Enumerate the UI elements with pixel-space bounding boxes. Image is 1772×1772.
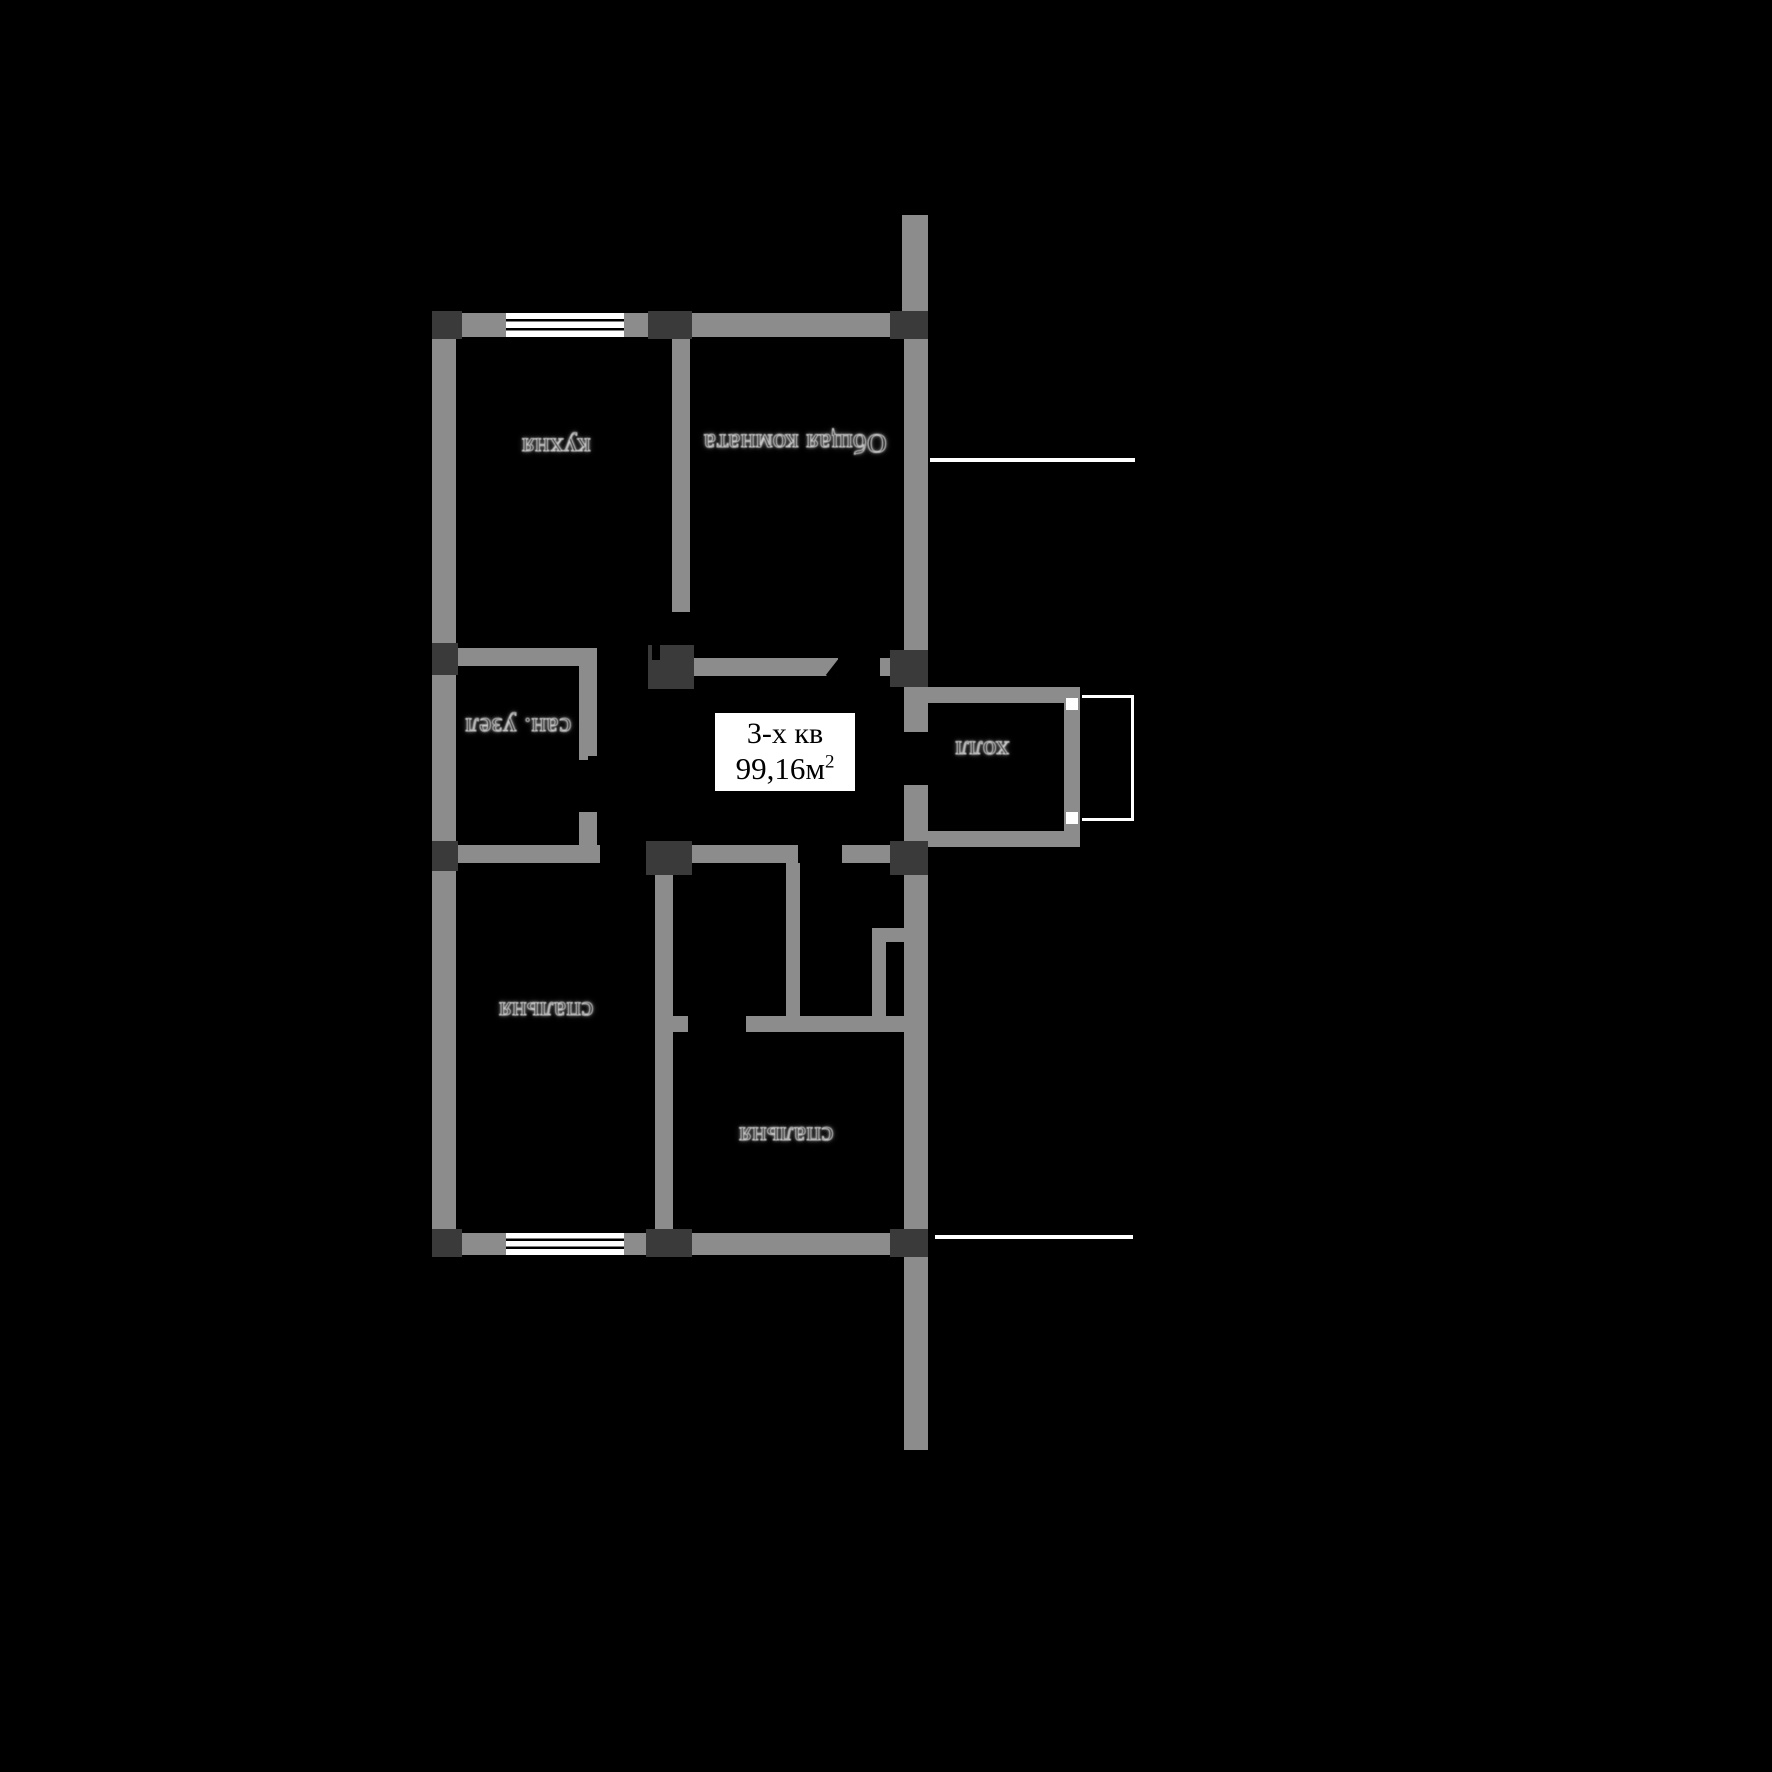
wall-smallroom-left (786, 863, 800, 1016)
door-arc-bathroom (588, 756, 642, 810)
column (432, 311, 462, 339)
apartment-area-label: 99,16м2 (736, 751, 835, 787)
column (648, 311, 692, 339)
window-top (506, 313, 624, 337)
boundary-line (1131, 695, 1134, 821)
loggia-glazing-mark (1066, 812, 1078, 824)
area-superscript: 2 (824, 752, 835, 774)
column (432, 841, 458, 871)
column (646, 1229, 692, 1257)
wall-bedroom2-top-a (673, 1016, 688, 1032)
door-leaf-living (825, 630, 869, 682)
window-bottom (506, 1233, 624, 1255)
wall-kitchen-partition (672, 337, 690, 612)
room-label-bedroom2: спальня (738, 1121, 834, 1152)
area-value: 99,16м (735, 751, 825, 787)
wall-right-upper (904, 313, 928, 687)
boundary-line (1082, 695, 1134, 698)
room-label-living: Общая комната (703, 428, 887, 459)
apartment-type-label: 3-х кв (746, 716, 824, 750)
column (432, 1229, 462, 1257)
wall-loggia-top (928, 687, 1080, 703)
room-label-hall: холл (954, 735, 1010, 766)
wall-right-lower (904, 855, 928, 1233)
wall-niche-top (872, 928, 908, 942)
boundary-line (930, 458, 1135, 462)
column (890, 311, 928, 339)
wall-left (432, 313, 456, 1257)
column (646, 841, 692, 875)
door-leaf-kitchen (652, 612, 660, 660)
door-leaf-smallroom (798, 849, 842, 861)
wall-bath-top (456, 648, 597, 666)
wall-loggia-bottom (928, 831, 1080, 847)
wall-bedroom1-right (655, 855, 673, 1233)
door-leaf-bedroom1 (630, 857, 640, 915)
wall-bedroom2-top-b (746, 1016, 908, 1032)
boundary-line (1082, 818, 1134, 821)
wall-bath-right-a (579, 648, 597, 760)
wall-top-stub (902, 215, 928, 315)
room-label-kitchen: кухня (521, 432, 591, 463)
wall-mid-b (692, 845, 798, 863)
room-label-bathroom: сан. узел (464, 712, 572, 743)
column (890, 650, 928, 687)
wall-bottom-b (624, 1233, 928, 1255)
column (890, 1229, 928, 1257)
boundary-line (935, 1235, 1133, 1239)
door-leaf-bedroom2 (694, 1020, 704, 1080)
wall-hallway-top-a (694, 658, 838, 676)
wall-hall-right-a (904, 687, 928, 732)
wall-bottom-stub (904, 1255, 928, 1450)
loggia-glazing-mark (1066, 698, 1078, 710)
column (432, 643, 458, 675)
room-label-bedroom1: спальня (498, 996, 594, 1027)
apartment-info-box: 3-х кв 99,16м2 (712, 710, 858, 794)
wall-loggia-right (1064, 687, 1080, 847)
wall-niche-left (872, 942, 886, 1016)
wall-mid-a (456, 845, 600, 863)
column (890, 841, 928, 875)
